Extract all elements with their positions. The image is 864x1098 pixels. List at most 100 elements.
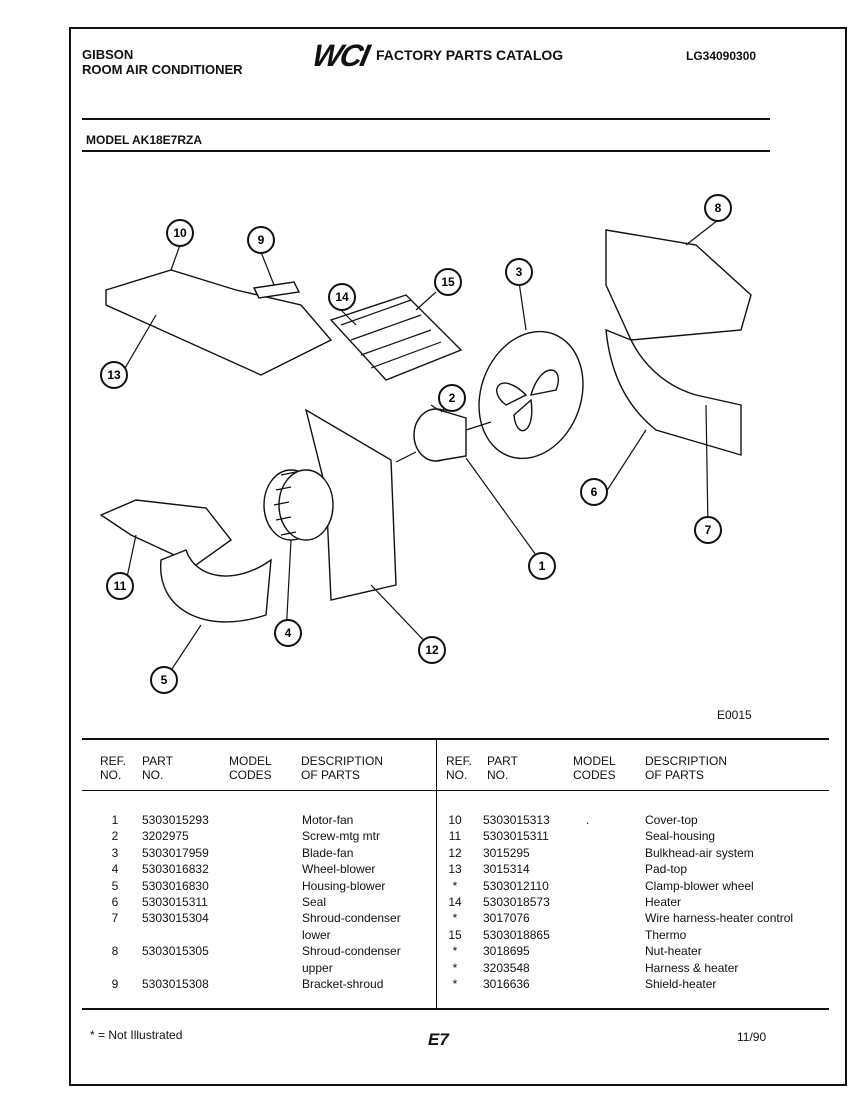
figure-code: E0015 bbox=[717, 708, 752, 722]
part-description: Housing-blower bbox=[302, 878, 386, 893]
blower-housing-part bbox=[160, 549, 272, 623]
ref-number: * bbox=[452, 977, 458, 991]
ref-number: * bbox=[452, 878, 458, 893]
model-rule bbox=[82, 150, 770, 152]
callout-2: 2 bbox=[438, 384, 466, 412]
ref-number: 6 bbox=[111, 895, 119, 909]
callout-10: 10 bbox=[166, 219, 194, 247]
page-number: E7 bbox=[428, 1030, 449, 1049]
not-illustrated-note: * = Not Illustrated bbox=[90, 1028, 183, 1042]
ref-number: 4 bbox=[111, 862, 119, 877]
ref-number: 13 bbox=[448, 862, 462, 877]
svg-text:4: 4 bbox=[285, 626, 292, 640]
part-description: Bulkhead-air system bbox=[645, 845, 754, 860]
part-number: 5303015308 bbox=[142, 977, 209, 991]
callout-8: 8 bbox=[704, 194, 732, 222]
ref-number: 9 bbox=[111, 977, 119, 991]
svg-text:1: 1 bbox=[539, 559, 546, 573]
part-number: 3016636 bbox=[483, 977, 530, 991]
callout-5: 5 bbox=[150, 666, 178, 694]
upper-shroud-part bbox=[605, 229, 752, 341]
part-description: Shield-heater bbox=[645, 977, 717, 991]
part-description: Pad-top bbox=[645, 862, 688, 877]
ref-number: 14 bbox=[448, 895, 462, 909]
part-description: Wire harness-heater control bbox=[645, 911, 794, 926]
ref-number: * bbox=[452, 960, 458, 975]
part-description: Thermo bbox=[645, 927, 687, 942]
svg-text:11: 11 bbox=[114, 579, 127, 593]
part-number: 5303017959 bbox=[142, 845, 209, 860]
model-line: MODEL AK18E7RZA bbox=[86, 133, 203, 147]
ref-number: 3 bbox=[111, 845, 119, 860]
part-description: Blade-fan bbox=[302, 845, 354, 860]
part-description: Motor-fan bbox=[302, 813, 354, 827]
lower-shroud-part bbox=[605, 328, 742, 456]
svg-text:10: 10 bbox=[173, 226, 187, 240]
part-number: 3015295 bbox=[483, 845, 530, 860]
part-number: 3203548 bbox=[483, 960, 530, 975]
callout-9: 9 bbox=[247, 226, 275, 254]
ref-number: 12 bbox=[448, 845, 462, 860]
callout-1: 1 bbox=[528, 552, 556, 580]
part-number: 3018695 bbox=[483, 944, 530, 959]
part-description: Shroud-condenser bbox=[302, 911, 401, 926]
heater-part bbox=[329, 294, 463, 381]
part-description: lower bbox=[302, 927, 331, 942]
part-description: Seal-housing bbox=[645, 829, 716, 844]
bracket-part bbox=[252, 281, 301, 299]
seal-housing-part bbox=[99, 499, 233, 566]
part-description: Shroud-condenser bbox=[302, 944, 401, 959]
callout-12: 12 bbox=[418, 636, 446, 664]
ref-number: * bbox=[452, 911, 458, 926]
part-description: upper bbox=[302, 960, 333, 975]
callout-7: 7 bbox=[694, 516, 722, 544]
part-description: Wheel-blower bbox=[302, 862, 376, 877]
header-ref-left: REF.NO. bbox=[100, 754, 127, 782]
part-description: Bracket-shroud bbox=[302, 977, 384, 991]
svg-text:15: 15 bbox=[441, 275, 455, 289]
exploded-parts-diagram: 10 9 13 14 15 3 8 2 1 6 7 11 4 12 5 bbox=[99, 194, 752, 694]
callout-13: 13 bbox=[100, 361, 128, 389]
motor-part bbox=[395, 408, 492, 463]
callout-3: 3 bbox=[505, 258, 533, 286]
part-number: 3017076 bbox=[483, 911, 530, 926]
part-number: 5303015311 bbox=[483, 829, 549, 844]
ref-number: 11 bbox=[448, 829, 462, 844]
callout-4: 4 bbox=[274, 619, 302, 647]
svg-text:13: 13 bbox=[107, 368, 121, 382]
callout-6: 6 bbox=[580, 478, 608, 506]
part-description: Screw-mtg mtr bbox=[302, 829, 380, 844]
page-frame bbox=[69, 27, 847, 1086]
svg-text:5: 5 bbox=[161, 673, 168, 687]
part-description: Clamp-blower wheel bbox=[645, 878, 754, 893]
ref-number: 1 bbox=[111, 813, 119, 827]
ref-number: 8 bbox=[111, 944, 119, 959]
svg-text:3: 3 bbox=[516, 265, 523, 279]
part-number: 5303018865 bbox=[483, 927, 550, 942]
svg-text:7: 7 bbox=[705, 523, 712, 537]
blower-wheel-part bbox=[263, 469, 334, 541]
part-number: 5303015293 bbox=[142, 813, 209, 827]
table-bottom-rule bbox=[82, 1008, 829, 1010]
part-number: 5303015311 bbox=[142, 895, 208, 909]
part-description: Seal bbox=[302, 895, 327, 909]
part-number: 5303016830 bbox=[142, 878, 209, 893]
brand-name: GIBSON bbox=[82, 47, 134, 62]
table-top-rule bbox=[82, 738, 829, 740]
callout-14: 14 bbox=[328, 283, 356, 311]
product-name: ROOM AIR CONDITIONER bbox=[82, 62, 243, 77]
part-number: 5303016832 bbox=[142, 862, 209, 877]
ref-number: 7 bbox=[111, 911, 119, 926]
part-number: 5303015313 bbox=[483, 813, 550, 827]
svg-text:14: 14 bbox=[335, 290, 349, 304]
fan-blade-part bbox=[478, 330, 584, 460]
part-number: 3015314 bbox=[483, 862, 530, 877]
callout-15: 15 bbox=[434, 268, 462, 296]
document-id: LG34090300 bbox=[686, 49, 757, 63]
top-pad-part bbox=[105, 269, 333, 376]
